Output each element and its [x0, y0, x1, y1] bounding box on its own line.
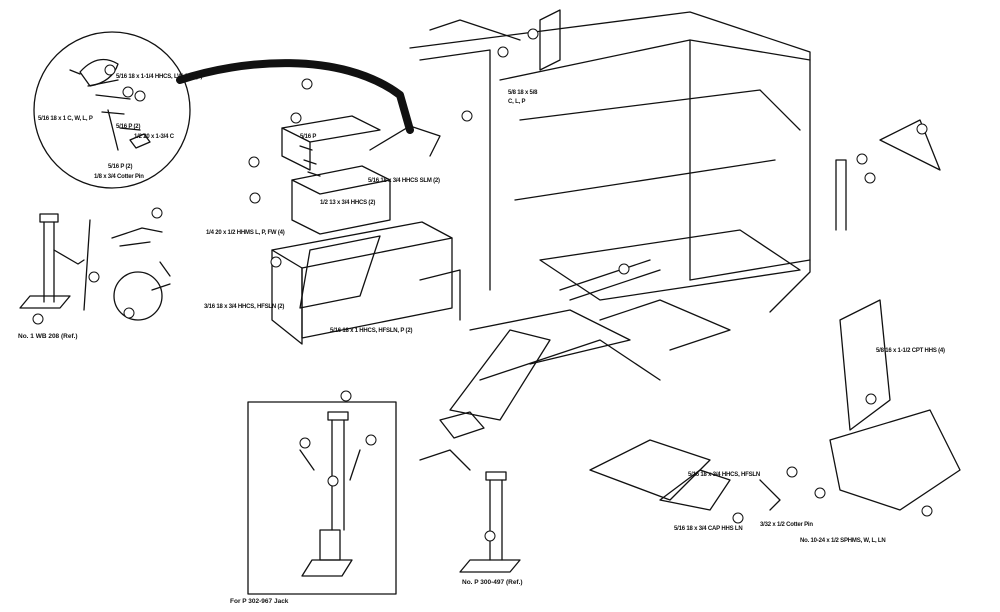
callout-marker	[122, 86, 134, 98]
callout-marker	[151, 207, 163, 219]
callout-label: 5/16 P	[300, 134, 317, 140]
callout-label: 5/16 P (2)	[116, 124, 141, 130]
callout-label: 1/8 x 3/4 Cotter Pin	[94, 174, 144, 180]
callout-label: C, L, P	[508, 99, 526, 105]
callout-marker	[290, 112, 302, 124]
callout-marker	[88, 271, 100, 283]
callout-label: 3/32 x 1/2 Cotter Pin	[760, 522, 813, 528]
bottom-jack	[419, 449, 521, 573]
callout-marker	[786, 466, 798, 478]
hose	[176, 59, 414, 134]
callout-marker	[104, 64, 116, 76]
jack-reference-label: No. P 300-497 (Ref.)	[462, 579, 523, 586]
callout-label: 3/16 18 x 3/4 HHCS, HFSLN (2)	[204, 304, 285, 310]
callout-marker	[527, 28, 539, 40]
callout-marker	[249, 192, 261, 204]
callout-marker	[123, 307, 135, 319]
callout-marker	[270, 256, 282, 268]
callout-label: 5/16 18 x 1 HHCS, HFSLN, P (2)	[330, 328, 413, 334]
box-assembly	[271, 115, 461, 345]
callout-marker	[864, 172, 876, 184]
main-frame	[409, 9, 811, 439]
lower-right-parts	[589, 439, 781, 511]
callout-marker	[484, 530, 496, 542]
callout-marker	[732, 512, 744, 524]
callout-label: 5/16 18 x 3/4 HHCS SLM (2)	[368, 178, 440, 184]
callout-label: 1/2 20 x 1-3/4 C	[134, 134, 174, 140]
detail-circle	[33, 31, 191, 189]
callout-marker	[340, 390, 352, 402]
callout-markers	[32, 28, 933, 542]
inset-caption: For P 302-967 Jack	[230, 598, 289, 605]
callout-marker	[301, 78, 313, 90]
callout-label: 5/16 18 x 3/4 HHCS, HFSLN	[688, 472, 761, 478]
callout-marker	[497, 46, 509, 58]
callout-label: 5/16 P (2)	[108, 164, 133, 170]
callout-marker	[856, 153, 868, 165]
callout-marker	[618, 263, 630, 275]
callout-marker	[299, 437, 311, 449]
callout-marker	[134, 90, 146, 102]
jack-reference-label: No. 1 WB 208 (Ref.)	[18, 333, 78, 340]
callout-marker	[865, 393, 877, 405]
callout-marker	[916, 123, 928, 135]
callout-label: 5/16 18 x 1 C, W, L, P	[38, 116, 93, 122]
callout-label: 5/16 18 x 1-1/4 HHCS, LW, FW (2)	[116, 74, 203, 80]
callout-label: 1/2 13 x 3/4 HHCS (2)	[320, 200, 376, 206]
right-shields	[829, 119, 961, 511]
callout-marker	[461, 110, 473, 122]
callout-marker	[921, 505, 933, 517]
callout-marker	[814, 487, 826, 499]
left-jack	[19, 213, 171, 321]
inset-jack-frame	[247, 401, 397, 595]
callout-marker	[248, 156, 260, 168]
callout-marker	[327, 475, 339, 487]
callout-marker	[32, 313, 44, 325]
callout-label: No. 10-24 x 1/2 SPHMS, W, L, LN	[800, 538, 886, 544]
callout-label: 5/8 18 x 5/8	[508, 90, 538, 96]
callout-label: 1/4 20 x 1/2 HHMS L, P, FW (4)	[206, 230, 285, 236]
callout-label: 5/8 16 x 1-1/2 CPT HHS (4)	[876, 348, 945, 354]
callout-marker	[365, 434, 377, 446]
callout-label: 5/16 18 x 3/4 CAP HHS LN	[674, 526, 743, 532]
